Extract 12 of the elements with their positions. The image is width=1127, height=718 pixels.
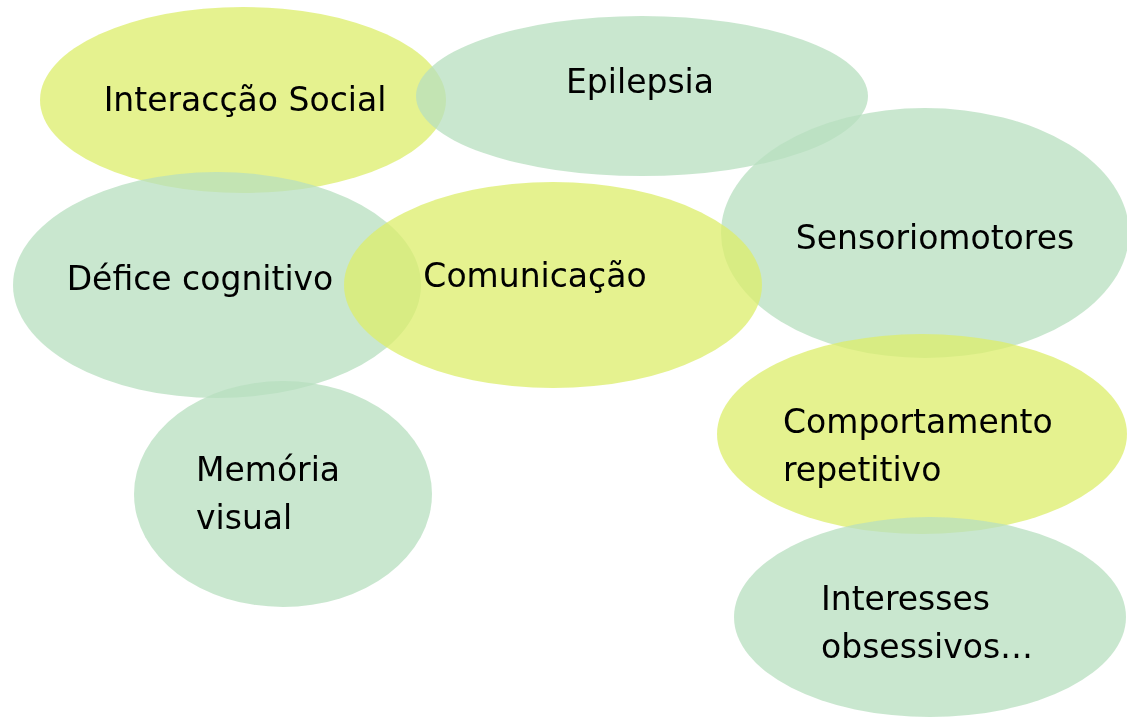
node-label: Sensoriomotores xyxy=(794,217,1076,259)
node-label: Interesses obsessivos… xyxy=(821,578,1035,668)
node-label: Défice cognitivo xyxy=(65,258,335,300)
ellipse-node xyxy=(344,182,762,388)
ellipse-node xyxy=(134,381,432,607)
node-label: Interacção Social xyxy=(102,79,388,121)
node-label: Memória visual xyxy=(196,449,342,539)
ellipse-node xyxy=(416,16,868,176)
node-label: Comunicação xyxy=(422,255,648,297)
node-label: Epilepsia xyxy=(565,61,715,103)
ellipse-node xyxy=(734,517,1126,717)
node-label: Comportamento repetitivo xyxy=(783,401,1054,491)
